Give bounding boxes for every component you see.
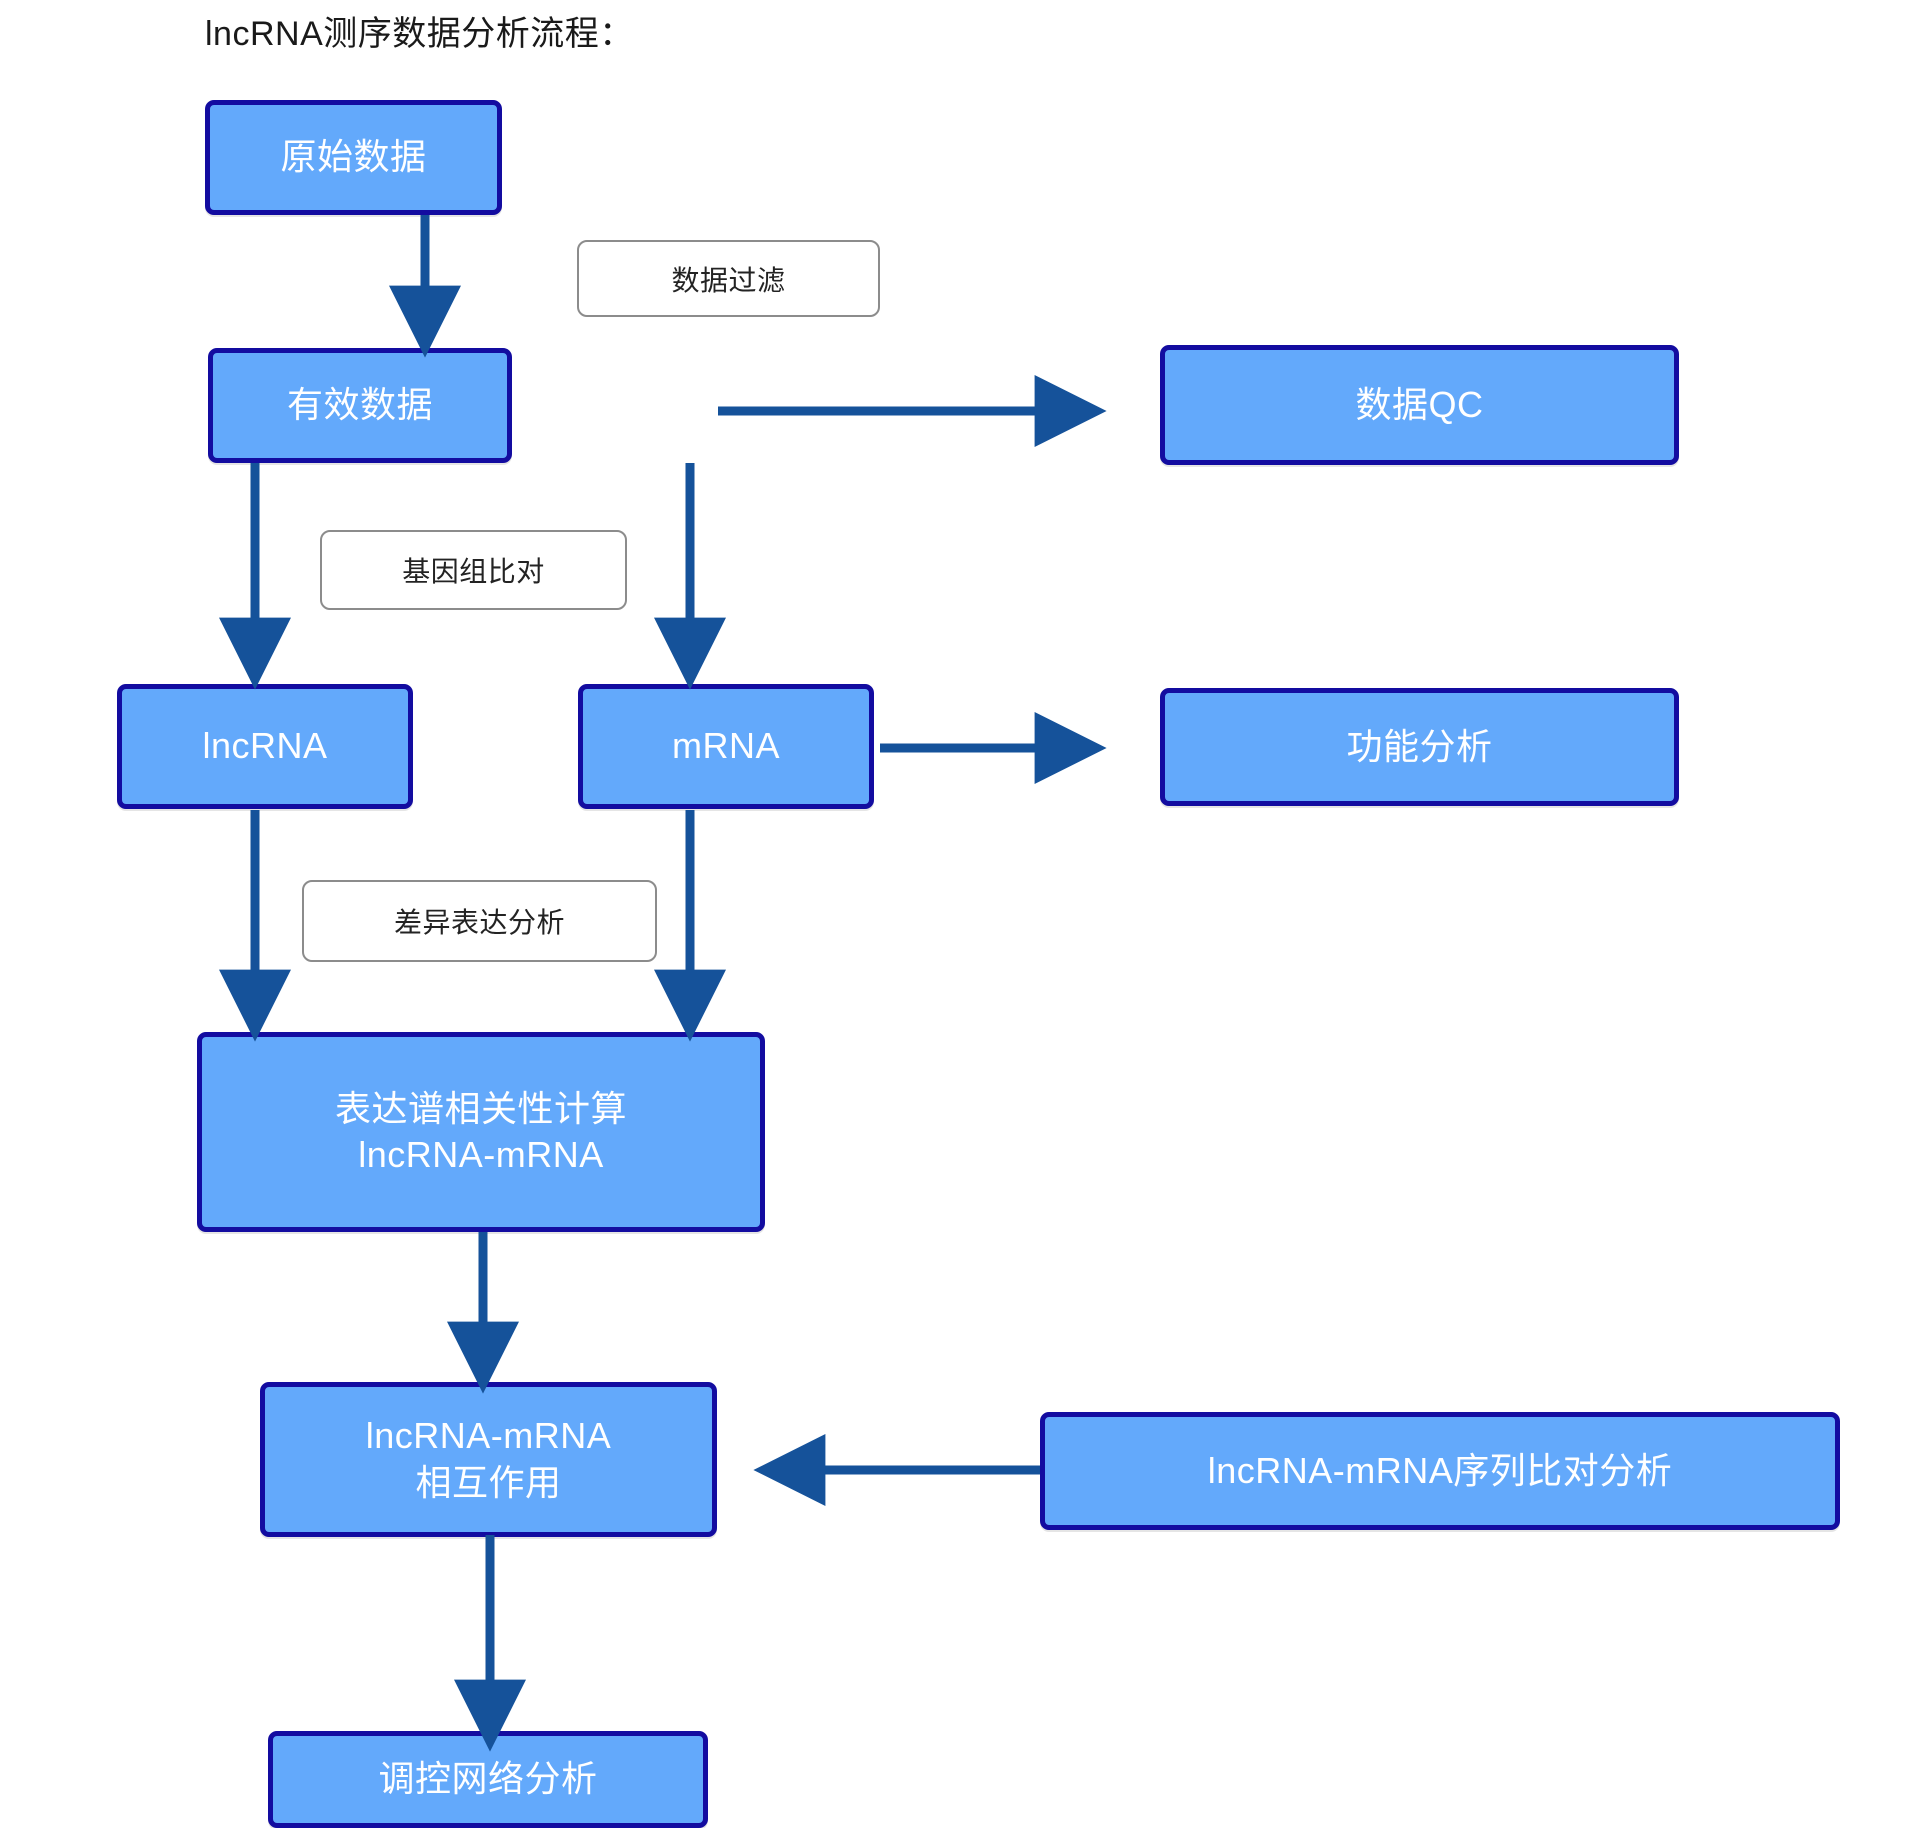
node-lncrna-label: lncRNA (202, 725, 328, 767)
node-network-analysis[interactable]: 调控网络分析 (268, 1731, 708, 1828)
node-raw-data-label: 原始数据 (280, 136, 427, 178)
edge-label-genome-alignment-text: 基因组比对 (402, 556, 545, 587)
edge-label-data-filter-text: 数据过滤 (671, 264, 786, 296)
node-valid-data[interactable]: 有效数据 (208, 348, 512, 463)
edge-label-diff-expression: 差异表达分析 (302, 880, 657, 962)
node-data-qc-label: 数据QC (1355, 383, 1484, 425)
node-raw-data[interactable]: 原始数据 (205, 100, 502, 215)
node-function-analysis-label: 功能分析 (1346, 725, 1493, 767)
node-data-qc[interactable]: 数据QC (1160, 345, 1679, 465)
node-network-analysis-label: 调控网络分析 (378, 1758, 598, 1800)
edge-label-diff-expression-text: 差异表达分析 (393, 907, 565, 938)
node-valid-data-label: 有效数据 (286, 384, 433, 426)
node-interaction-label: lncRNA-mRNA 相互作用 (365, 1415, 612, 1503)
node-lncrna[interactable]: lncRNA (117, 684, 413, 809)
node-correlation-label: 表达谱相关性计算 lncRNA-mRNA (334, 1087, 627, 1175)
node-mrna-label: mRNA (672, 725, 780, 767)
node-correlation[interactable]: 表达谱相关性计算 lncRNA-mRNA (197, 1032, 765, 1232)
edge-label-genome-alignment: 基因组比对 (320, 530, 627, 610)
node-seq-alignment-label: lncRNA-mRNA序列比对分析 (1207, 1449, 1673, 1491)
node-function-analysis[interactable]: 功能分析 (1160, 688, 1679, 806)
page-title: lncRNA测序数据分析流程： (205, 15, 634, 53)
node-seq-alignment[interactable]: lncRNA-mRNA序列比对分析 (1040, 1412, 1840, 1530)
node-mrna[interactable]: mRNA (578, 684, 874, 809)
node-interaction[interactable]: lncRNA-mRNA 相互作用 (260, 1382, 717, 1537)
edge-label-data-filter: 数据过滤 (577, 240, 880, 317)
